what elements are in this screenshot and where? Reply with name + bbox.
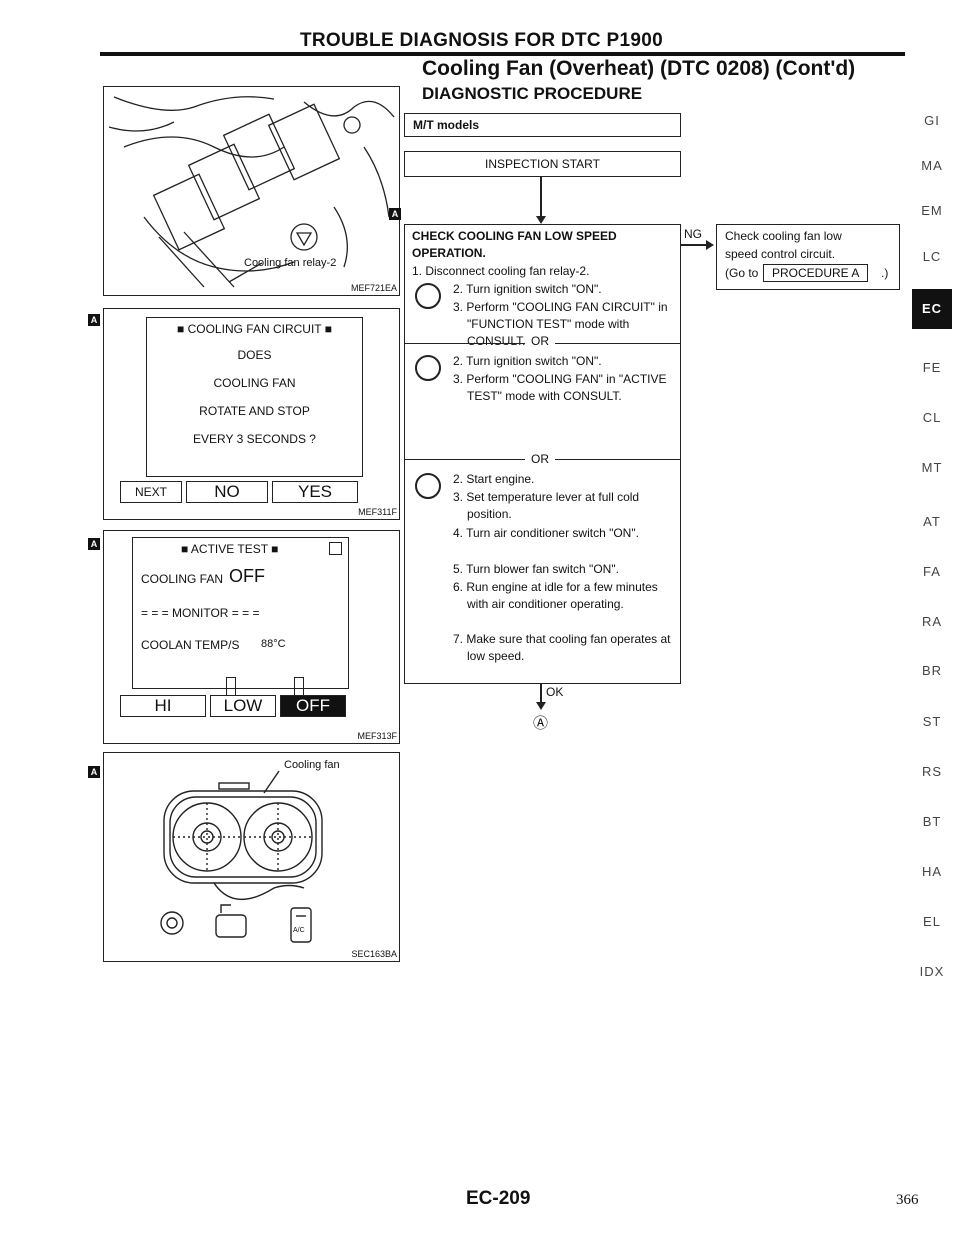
ng-arrow-icon — [706, 240, 714, 250]
side-index-tab-br[interactable]: BR — [912, 663, 952, 678]
page-header-title: TROUBLE DIAGNOSIS FOR DTC P1900 — [300, 30, 663, 52]
side-index-tab-em[interactable]: EM — [912, 203, 952, 218]
badge-icon: A — [88, 766, 100, 778]
consult-screen: ■ COOLING FAN CIRCUIT ■ DOES COOLING FAN… — [146, 317, 363, 477]
connector-a-icon: Ⓐ — [533, 712, 548, 733]
side-index-tab-at[interactable]: AT — [912, 514, 952, 529]
figure-code: SEC163BA — [351, 949, 397, 959]
side-index-tab-gi[interactable]: GI — [912, 113, 952, 128]
screen-line: DOES — [147, 348, 362, 362]
active-test-panel: ■ ACTIVE TEST ■ COOLING FAN OFF = = = MO… — [103, 530, 400, 744]
side-index-tab-ec[interactable]: EC — [912, 289, 952, 329]
next-button[interactable]: NEXT — [120, 481, 182, 503]
check-step-1: 1. Disconnect cooling fan relay-2. — [412, 263, 589, 280]
figure-code: MEF721EA — [351, 283, 397, 293]
screen-line: ROTATE AND STOP — [147, 404, 362, 418]
ng-label: NG — [684, 226, 702, 243]
or-label: OR — [525, 333, 555, 350]
ng-text-1: Check cooling fan low — [725, 228, 842, 245]
finger-icon — [226, 677, 236, 696]
models-label: M/T models — [413, 118, 672, 132]
cooling-fan-panel: Cooling fan A/C SEC163BA — [103, 752, 400, 962]
header-rule — [100, 52, 905, 56]
flow-line — [540, 176, 542, 220]
temp-value: 88°C — [261, 638, 286, 650]
ng-text-2: speed control circuit. — [725, 246, 835, 263]
hi-button[interactable]: HI — [120, 695, 206, 717]
ng-text-3-post: .) — [881, 265, 888, 282]
side-index-tab-ra[interactable]: RA — [912, 614, 952, 629]
side-index-tab-ha[interactable]: HA — [912, 864, 952, 879]
side-index-tab-bt[interactable]: BT — [912, 814, 952, 829]
option1-step2: 2. Turn ignition switch "ON". — [453, 281, 602, 298]
inspection-start-label: INSPECTION START — [405, 157, 680, 171]
function-test-panel: ■ COOLING FAN CIRCUIT ■ DOES COOLING FAN… — [103, 308, 400, 520]
option3-step3: 3. Set temperature lever at full cold po… — [453, 489, 677, 523]
badge-icon: A — [88, 314, 100, 326]
ok-arrow-icon — [536, 702, 546, 710]
option2-step2: 2. Turn ignition switch "ON". — [453, 353, 602, 370]
low-button[interactable]: LOW — [210, 695, 276, 717]
check-title: CHECK COOLING FAN LOW SPEED OPERATION. — [412, 228, 662, 262]
option3-step7: 7. Make sure that cooling fan operates a… — [453, 631, 677, 665]
procedure-a-link[interactable]: PROCEDURE A — [763, 264, 868, 282]
models-box: M/T models — [404, 113, 681, 137]
side-index-tab-lc[interactable]: LC — [912, 249, 952, 264]
ng-line — [680, 244, 708, 246]
badge-icon: A — [88, 538, 100, 550]
screen-title: ■ COOLING FAN CIRCUIT ■ — [147, 322, 362, 336]
check-step-box: CHECK COOLING FAN LOW SPEED OPERATION. 1… — [404, 224, 681, 684]
option3-step2: 2. Start engine. — [453, 471, 534, 488]
side-index-tab-fe[interactable]: FE — [912, 360, 952, 375]
consult-icon — [415, 283, 441, 309]
side-index-tab-ma[interactable]: MA — [912, 158, 952, 173]
no-button[interactable]: NO — [186, 481, 268, 503]
relay-illustration-panel: Cooling fan relay-2 MEF721EA — [103, 86, 400, 296]
relay-label: Cooling fan relay-2 — [244, 257, 336, 269]
cooling-fan-illustration — [104, 753, 399, 961]
or-label: OR — [525, 451, 555, 468]
side-index-tab-st[interactable]: ST — [912, 714, 952, 729]
screen-title: ■ ACTIVE TEST ■ — [181, 542, 278, 556]
monitor-label: = = = MONITOR = = = — [141, 606, 260, 620]
off-button[interactable]: OFF — [280, 695, 346, 717]
figure-code: MEF313F — [357, 731, 397, 741]
option3-step4: 4. Turn air conditioner switch "ON". — [453, 525, 677, 542]
ac-switch-label: A/C — [293, 927, 305, 934]
consult-screen: ■ ACTIVE TEST ■ COOLING FAN OFF = = = MO… — [132, 537, 349, 689]
badge-icon: A — [389, 208, 401, 220]
inspection-start-box: INSPECTION START — [404, 151, 681, 177]
option3-step6: 6. Run engine at idle for a few minutes … — [453, 579, 677, 613]
temp-label: COOLAN TEMP/S — [141, 638, 239, 652]
screen-line: COOLING FAN — [147, 376, 362, 390]
ng-text-3-pre: (Go to — [725, 265, 758, 282]
option3-step5: 5. Turn blower fan switch "ON". — [453, 561, 677, 578]
ng-action-box: Check cooling fan low speed control circ… — [716, 224, 900, 290]
side-index-tab-rs[interactable]: RS — [912, 764, 952, 779]
figure-code: MEF311F — [358, 507, 397, 517]
diagnostic-procedure-heading: DIAGNOSTIC PROCEDURE — [422, 84, 642, 104]
fan-label: COOLING FAN — [141, 572, 223, 586]
page-number: 366 — [896, 1192, 919, 1209]
page-code: EC-209 — [466, 1188, 530, 1210]
finger-icon — [294, 677, 304, 696]
section-subtitle: Cooling Fan (Overheat) (DTC 0208) (Cont'… — [422, 57, 855, 81]
screen-checkbox — [329, 542, 342, 555]
engine-icon — [415, 473, 441, 499]
flow-arrow-icon — [536, 216, 546, 224]
ok-label: OK — [546, 684, 563, 701]
side-index-tab-cl[interactable]: CL — [912, 410, 952, 425]
option2-step3: 3. Perform "COOLING FAN" in "ACTIVE TEST… — [453, 371, 677, 405]
side-index-tab-idx[interactable]: IDX — [912, 964, 952, 979]
screen-line: EVERY 3 SECONDS ? — [147, 432, 362, 446]
side-index-tab-fa[interactable]: FA — [912, 564, 952, 579]
fan-value: OFF — [229, 566, 265, 587]
consult-icon — [415, 355, 441, 381]
yes-button[interactable]: YES — [272, 481, 358, 503]
side-index-tab-mt[interactable]: MT — [912, 460, 952, 475]
side-index-tab-el[interactable]: EL — [912, 914, 952, 929]
